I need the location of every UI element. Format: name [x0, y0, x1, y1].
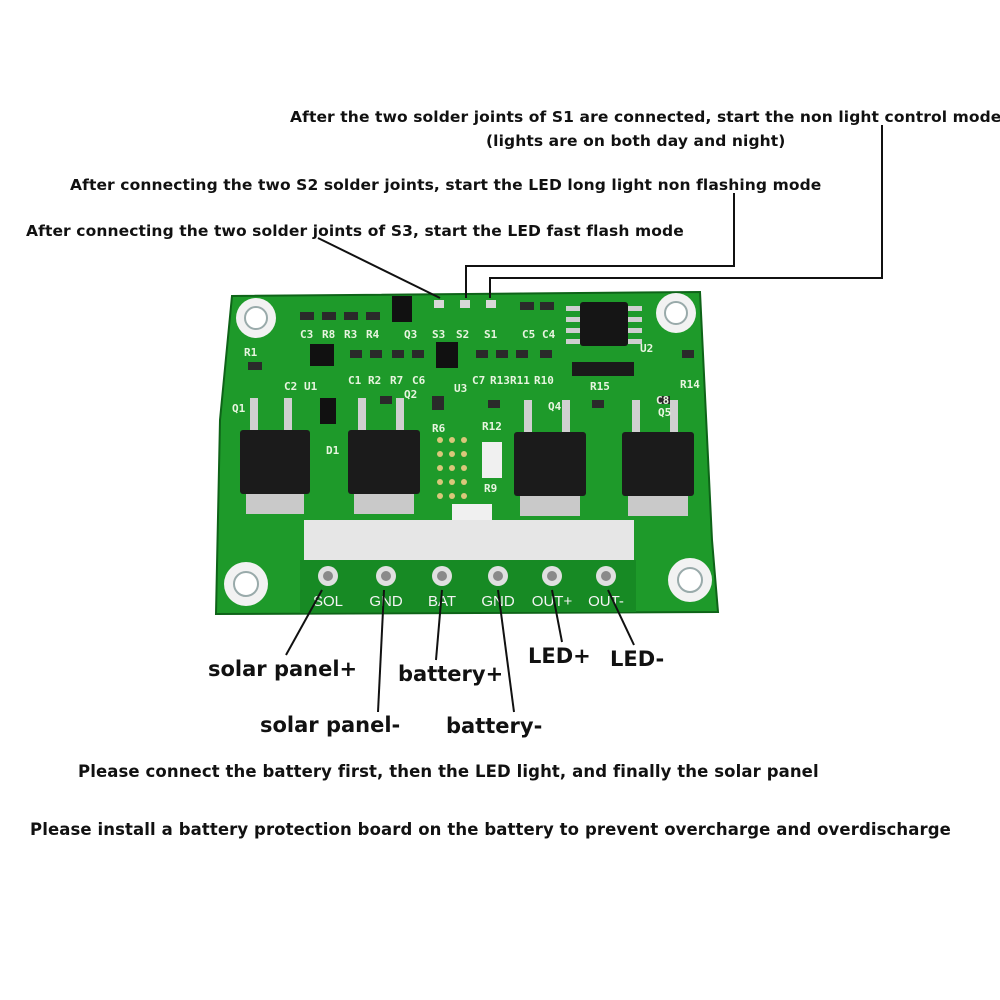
- silk-r9: R9: [484, 482, 497, 495]
- via-grid: [437, 437, 467, 499]
- silk-u2: U2: [640, 342, 653, 355]
- silk-c5: C5: [522, 328, 535, 341]
- leader-gnd1: [377, 589, 385, 713]
- leader-s1: [489, 125, 883, 298]
- terminal-strip: [300, 560, 636, 612]
- leader-outm: [607, 589, 635, 646]
- silk-r13: R13: [490, 374, 510, 387]
- silkscreen-labels-row1: C3 R8 R3 R4 Q3 S3 S2 S1 C5 C4: [300, 328, 556, 341]
- label-solar-positive: solar panel+: [208, 657, 358, 681]
- terminal-label: GND: [481, 593, 515, 610]
- leader-outp: [551, 589, 563, 643]
- silk-c1: C1: [348, 374, 362, 387]
- silk-q2: Q2: [404, 388, 417, 401]
- silk-r4: R4: [366, 328, 380, 341]
- silk-r15: R15: [590, 380, 610, 393]
- mosfet-q1: [240, 398, 310, 514]
- leader-sol: [285, 589, 323, 656]
- silk-r2: R2: [368, 374, 381, 387]
- mosfet-q4: [514, 400, 586, 516]
- silk-q4: Q4: [548, 400, 562, 413]
- silk-c2: C2: [284, 380, 297, 393]
- silk-r11: R11: [510, 374, 530, 387]
- silk-r14: R14: [680, 378, 700, 391]
- terminal-label: SOL: [313, 593, 343, 610]
- silk-q3: Q3: [404, 328, 417, 341]
- terminal-out-minusplus: OUT+: [532, 566, 573, 610]
- note-s1: After the two solder joints of S1 are co…: [290, 108, 1000, 126]
- silk-c7: C7: [472, 374, 485, 387]
- silk-r7: R7: [390, 374, 403, 387]
- mounting-hole: [656, 293, 696, 333]
- terminal-gnd: GND: [369, 566, 403, 610]
- silkscreen-band: [304, 520, 634, 562]
- silk-r6: R6: [432, 422, 446, 435]
- silk-r1: R1: [244, 346, 258, 359]
- silk-r8: R8: [322, 328, 335, 341]
- silk-r10: R10: [534, 374, 554, 387]
- silk-c8: C8: [656, 394, 669, 407]
- silk-c3: C3: [300, 328, 313, 341]
- mosfet-q5: [622, 400, 694, 516]
- label-led-positive: LED+: [528, 644, 591, 668]
- silk-s3: S3: [432, 328, 445, 341]
- instruction-connection-order: Please connect the battery first, then t…: [78, 762, 819, 781]
- terminal-label: OUT-: [588, 593, 624, 610]
- terminal-sol: SOL: [313, 566, 343, 610]
- silk-c6: C6: [412, 374, 426, 387]
- silk-q1: Q1: [232, 402, 246, 415]
- silk-u3: U3: [454, 382, 467, 395]
- leader-s2: [465, 193, 735, 298]
- ic-u2: [566, 302, 642, 346]
- mounting-hole: [236, 298, 276, 338]
- silk-s1: S1: [484, 328, 498, 341]
- label-led-negative: LED-: [610, 647, 665, 671]
- mounting-hole: [668, 558, 712, 602]
- silk-u1: U1: [304, 380, 318, 393]
- silk-c4: C4: [542, 328, 556, 341]
- label-battery-positive: battery+: [398, 662, 504, 686]
- silk-r12: R12: [482, 420, 502, 433]
- note-s1-sub: (lights are on both day and night): [486, 132, 786, 150]
- silk-q5: Q5: [658, 406, 671, 419]
- leader-gnd2: [497, 589, 515, 713]
- leader-bat: [435, 589, 443, 661]
- terminal-label: OUT+: [532, 593, 573, 610]
- terminal-gnd: GND: [481, 566, 515, 610]
- mounting-hole: [224, 562, 268, 606]
- terminal-label: GND: [369, 593, 403, 610]
- silk-r3: R3: [344, 328, 357, 341]
- note-s2: After connecting the two S2 solder joint…: [70, 176, 822, 194]
- silk-s2: S2: [456, 328, 469, 341]
- label-battery-negative: battery-: [446, 714, 543, 738]
- note-s3: After connecting the two solder joints o…: [26, 222, 684, 240]
- mosfet-q2: [348, 398, 420, 514]
- silk-d1: D1: [326, 444, 340, 457]
- leader-s3: [317, 237, 441, 299]
- leader-lines: [285, 125, 883, 713]
- instruction-battery-protection: Please install a battery protection boar…: [30, 820, 951, 839]
- label-solar-negative: solar panel-: [260, 713, 401, 737]
- smd-components: [248, 296, 694, 520]
